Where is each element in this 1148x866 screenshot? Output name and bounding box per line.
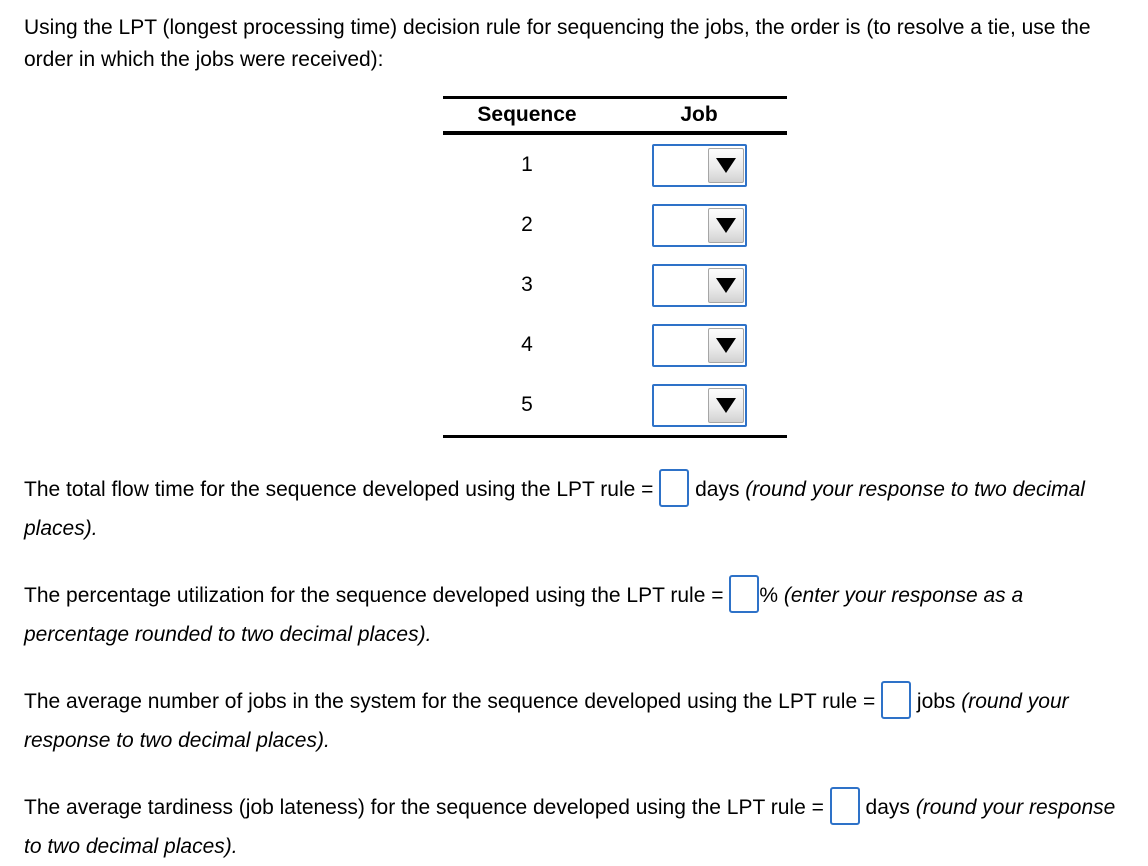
column-header-sequence: Sequence <box>477 103 577 126</box>
question-intro-text: Using the LPT (longest processing time) … <box>24 16 1091 71</box>
question-average-jobs: The average number of jobs in the system… <box>24 681 1124 760</box>
table-row: 3 <box>443 255 787 315</box>
table-row: 1 <box>443 135 787 195</box>
sequence-number: 4 <box>521 333 533 356</box>
job-select-3[interactable] <box>651 263 747 307</box>
percentage-utilization-input[interactable] <box>729 575 760 614</box>
question-note: (round your response to two decimal plac… <box>24 796 1116 858</box>
dropdown-arrow-icon[interactable] <box>707 387 744 423</box>
dropdown-arrow-icon[interactable] <box>707 207 744 243</box>
sequence-number: 3 <box>521 273 533 296</box>
job-select-5[interactable] <box>651 383 747 427</box>
question-note: (round your response to two decimal plac… <box>24 690 1069 752</box>
question-note: (round your response to two decimal plac… <box>24 478 1085 540</box>
question-note: (enter your response as a percentage rou… <box>24 584 1024 646</box>
question-text-before: The percentage utilization for the seque… <box>24 584 730 607</box>
question-average-tardiness: The average tardiness (job lateness) for… <box>24 787 1124 866</box>
question-text-after: days <box>689 478 746 501</box>
sequence-number: 5 <box>521 393 533 416</box>
sequence-number: 2 <box>521 213 533 236</box>
job-select-1[interactable] <box>651 143 747 187</box>
dropdown-arrow-icon[interactable] <box>707 327 744 363</box>
sequence-number: 1 <box>521 153 533 176</box>
job-select-4[interactable] <box>651 323 747 367</box>
sequence-table: Sequence Job 1 2 3 4 <box>443 96 787 438</box>
dropdown-arrow-icon[interactable] <box>707 147 744 183</box>
question-text-before: The average tardiness (job lateness) for… <box>24 796 830 819</box>
question-total-flow-time: The total flow time for the sequence dev… <box>24 469 1124 548</box>
column-header-job: Job <box>680 103 718 126</box>
average-jobs-input[interactable] <box>881 681 912 720</box>
question-text-after: jobs <box>911 690 962 713</box>
total-flow-time-input[interactable] <box>659 469 690 508</box>
table-header-row: Sequence Job <box>443 99 787 135</box>
table-row: 4 <box>443 315 787 375</box>
question-text-before: The total flow time for the sequence dev… <box>24 478 660 501</box>
question-text-after: days <box>859 796 916 819</box>
average-tardiness-input[interactable] <box>829 787 860 826</box>
table-row: 2 <box>443 195 787 255</box>
question-text-before: The average number of jobs in the system… <box>24 690 882 713</box>
table-row: 5 <box>443 375 787 435</box>
question-percentage-utilization: The percentage utilization for the seque… <box>24 575 1124 654</box>
job-select-2[interactable] <box>651 203 747 247</box>
question-text-after: % <box>759 584 784 607</box>
dropdown-arrow-icon[interactable] <box>707 267 744 303</box>
